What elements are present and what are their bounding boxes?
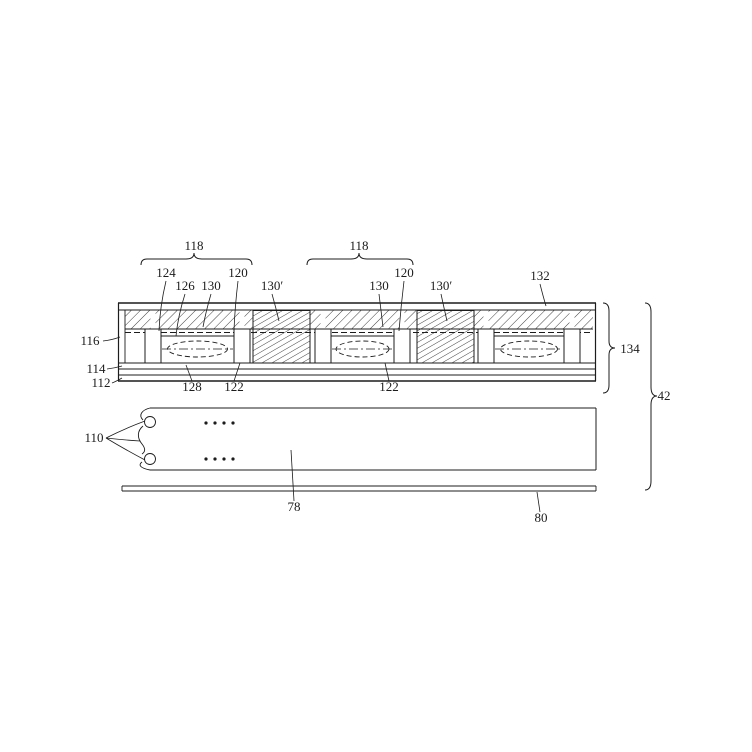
leader-80 [536,491,541,513]
leader-116 [102,336,121,342]
leader-132 [539,283,547,307]
band-knob-bottom [144,453,156,465]
hatch-segment [404,310,417,329]
label-122-right: 122 [379,379,399,394]
leader-130-left [202,293,212,328]
lens-cell-1 [144,328,251,364]
band-left-wavy-top [140,407,151,421]
continuation-dots-top [204,421,235,425]
hatch-segment [155,310,240,329]
leader-120-left [233,280,239,331]
spacer-block-130-prime-1 [252,310,311,364]
dot [204,457,208,461]
label-128: 128 [182,379,202,394]
cell1-right-box-120 [233,328,251,364]
hatch-segment [125,310,151,329]
overbrace-118-left [140,252,253,266]
label-134: 134 [620,341,640,356]
band-knob-top [144,416,156,428]
cell3-right-box [563,328,581,364]
leader-130-prime-left [271,293,280,322]
label-42: 42 [658,388,671,403]
label-116: 116 [80,333,100,348]
hatch-segment [244,310,253,329]
hatch-segment [474,310,484,329]
label-130-prime-left: 130′ [261,278,284,293]
dot [222,421,226,425]
label-78: 78 [288,499,301,514]
cell3-lens-ellipse [500,340,558,358]
label-132: 132 [530,268,550,283]
label-110: 110 [84,430,103,445]
leader-124 [158,280,167,332]
hatch-segment [310,310,321,329]
label-120-left: 120 [228,265,248,280]
leader-112 [111,377,123,384]
leader-114 [106,365,123,370]
dot [213,421,217,425]
reference-labels: 118 118 124 126 130 120 130′ 130 120 130… [80,238,670,525]
cell1-left-box-124 [144,328,162,364]
hatch-band-130 [125,310,593,333]
cell2-right-box-120 [393,328,411,364]
dot [231,421,235,425]
dot [222,457,226,461]
leader-110-middle [105,437,141,442]
label-130-prime-right: 130′ [430,278,453,293]
leader-122-right [384,362,390,382]
leader-120-right [398,280,405,332]
continuation-dots-bottom [204,457,235,461]
dot [231,457,235,461]
label-126: 126 [175,278,195,293]
layer-132-strip [118,302,596,311]
leader-78 [290,449,295,502]
substrate-layers [118,362,596,382]
label-120-right: 120 [394,265,414,280]
lower-band-78 [137,407,597,471]
label-114: 114 [86,361,106,376]
dot [204,421,208,425]
hatch-segment [574,310,593,329]
label-130-right: 130 [369,278,389,293]
label-118-left: 118 [184,238,203,253]
spacer-block-130-prime-2 [416,310,475,364]
overbrace-118-right [306,252,414,266]
braces [140,252,658,491]
brace-42 [644,302,658,491]
leader-128 [185,364,193,382]
leader-110-bottom [105,437,146,461]
leader-lines [102,280,547,513]
band-left-wavy-middle [137,425,146,455]
brace-134 [602,302,616,394]
leader-130-prime-right [440,293,448,322]
label-124: 124 [156,265,176,280]
lens-cell-3 [477,328,581,364]
label-118-right: 118 [349,238,368,253]
leader-126 [175,293,186,337]
leader-110-top [105,420,146,439]
hatch-segment [488,310,570,329]
label-112: 112 [91,375,110,390]
hatch-segment [325,310,400,329]
leader-122-left [233,362,241,382]
upper-assembly [117,302,597,382]
label-80: 80 [535,510,548,525]
lens-cell-2 [314,328,411,364]
bottom-strip-80 [121,485,597,492]
label-122-left: 122 [224,379,244,394]
cell3-left-box [477,328,495,364]
leader-130-right [378,293,384,328]
label-130-left: 130 [201,278,221,293]
band-left-wavy-bottom [139,461,151,471]
dot [213,457,217,461]
cell2-left-box [314,328,332,364]
